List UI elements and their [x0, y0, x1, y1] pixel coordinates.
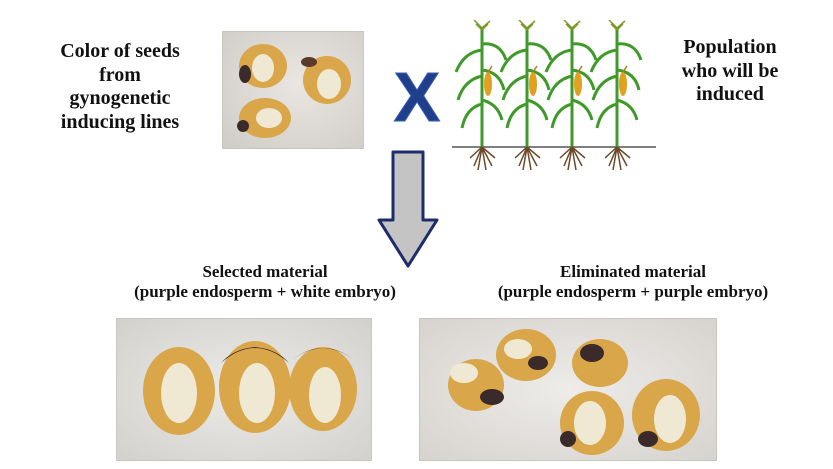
corn-plant: [454, 20, 508, 171]
label-line: Color of seeds: [60, 40, 180, 62]
cross-symbol: X: [393, 65, 441, 129]
label-line: (purple endosperm + white embryo): [134, 282, 396, 302]
seed-kernel: [237, 98, 291, 138]
selected-seeds-photo: [116, 318, 372, 461]
eliminated-seeds-illustration: [448, 329, 700, 455]
inducer-seed-color-label: Color of seeds from gynogenetic inducing…: [22, 40, 218, 134]
label-line: who will be: [681, 59, 779, 82]
selected-material-label: Selected material (purple endosperm + wh…: [100, 262, 430, 302]
seed-kernel: [572, 339, 628, 387]
label-line: Eliminated material: [560, 262, 706, 281]
label-line: (purple endosperm + purple embryo): [497, 282, 769, 302]
eliminated-seeds-photo: [419, 318, 717, 461]
seed-kernel: [143, 347, 215, 435]
seed-kernel: [301, 56, 351, 104]
label-line: Selected material: [202, 262, 328, 281]
seed-kernel: [219, 341, 291, 433]
label-line: Population: [683, 36, 777, 58]
corn-population-illustration: [452, 20, 656, 172]
label-line: gynogenetic: [69, 87, 171, 110]
inducer-seeds-photo: [222, 31, 364, 149]
seed-kernel: [632, 379, 700, 451]
seed-kernel: [496, 329, 556, 381]
selected-seeds-illustration: [143, 341, 357, 435]
label-line: from: [99, 63, 141, 86]
label-line: induced: [696, 83, 764, 106]
seed-kernel: [448, 359, 504, 411]
down-arrow: [377, 150, 439, 268]
seed-kernel: [289, 347, 357, 431]
cross-x-glyph: X: [394, 65, 441, 129]
eliminated-material-label: Eliminated material (purple endosperm + …: [438, 262, 828, 302]
seed-kernel: [560, 391, 624, 455]
seed-kernel: [239, 44, 287, 88]
label-line: inducing lines: [60, 110, 180, 133]
population-label: Population who will be induced: [645, 36, 815, 107]
inducer-seeds-illustration: [237, 44, 351, 138]
